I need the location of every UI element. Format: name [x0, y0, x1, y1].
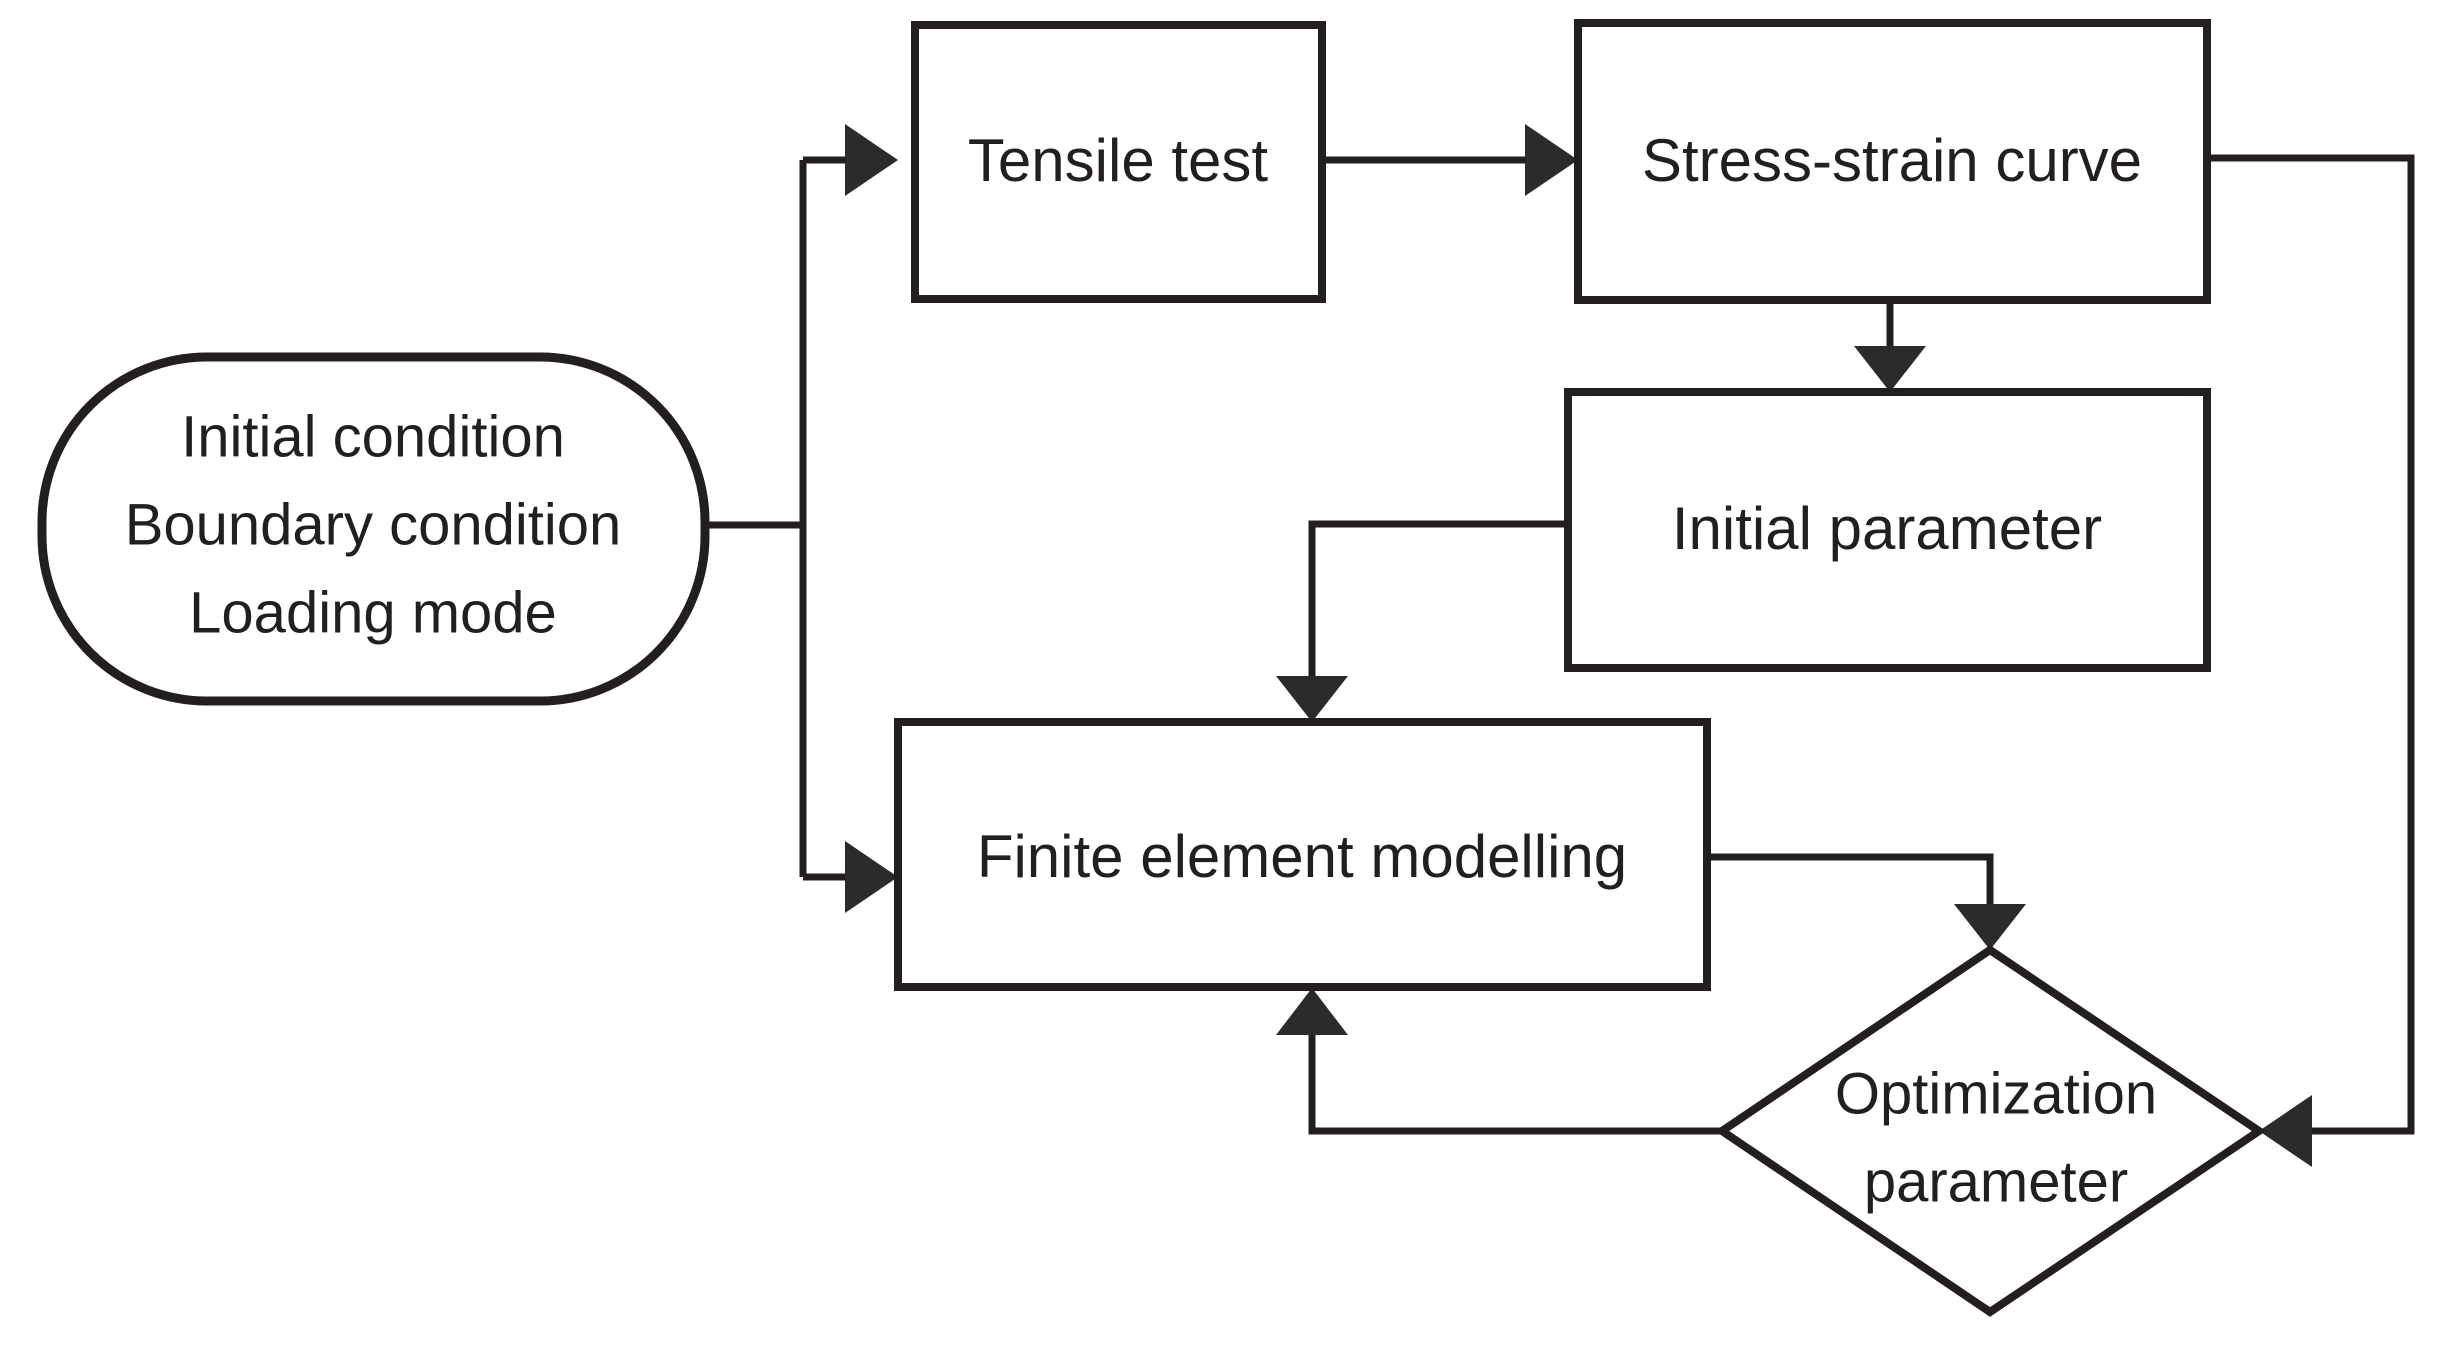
arrowhead-icon: [1276, 988, 1348, 1035]
arrowhead-icon: [1854, 346, 1926, 392]
node-initial-parameter[interactable]: Initial parameter: [1564, 388, 2211, 672]
edge-stress-strain-curve-to-initial-parameter: [1854, 300, 1926, 392]
arrowhead-icon: [2259, 1095, 2312, 1167]
edge-start-to-tensile-test: [705, 124, 898, 529]
node-optimization-parameter-line-2: parameter: [1864, 1149, 2128, 1214]
node-optimization-parameter-line-1: Optimization: [1835, 1061, 2157, 1126]
node-start-line-1: Initial condition: [181, 404, 565, 469]
node-stress-strain-curve-label: Stress-strain curve: [1642, 127, 2142, 194]
node-finite-element-modelling-label: Finite element modelling: [977, 823, 1627, 890]
node-start-line-3: Loading mode: [189, 580, 557, 645]
node-stress-strain-curve[interactable]: Stress-strain curve: [1574, 19, 2211, 304]
arrowhead-icon: [1525, 124, 1578, 196]
edge-start-to-finite-element-modelling: [799, 525, 898, 913]
edge-stress-strain-curve-to-optimization-parameter: [2207, 154, 2415, 1167]
edge-initial-parameter-to-finite-element-modelling: [1276, 520, 1568, 722]
arrowhead-icon: [845, 124, 898, 196]
arrowhead-icon: [1276, 676, 1348, 722]
edge-tensile-test-to-stress-strain-curve: [1322, 124, 1578, 196]
node-start[interactable]: Initial condition Boundary condition Loa…: [37, 352, 710, 706]
edge-optimization-parameter-to-finite-element-modelling: [1276, 988, 1722, 1135]
edge-finite-element-modelling-to-optimization-parameter: [1707, 853, 2026, 950]
arrowhead-icon: [845, 841, 898, 913]
node-start-line-2: Boundary condition: [125, 492, 622, 557]
node-initial-parameter-label: Initial parameter: [1672, 495, 2102, 562]
arrowhead-icon: [1954, 904, 2026, 950]
node-tensile-test[interactable]: Tensile test: [911, 21, 1326, 303]
node-finite-element-modelling[interactable]: Finite element modelling: [894, 718, 1711, 991]
node-tensile-test-label: Tensile test: [968, 127, 1268, 194]
node-optimization-parameter[interactable]: Optimization parameter: [1714, 945, 2267, 1317]
